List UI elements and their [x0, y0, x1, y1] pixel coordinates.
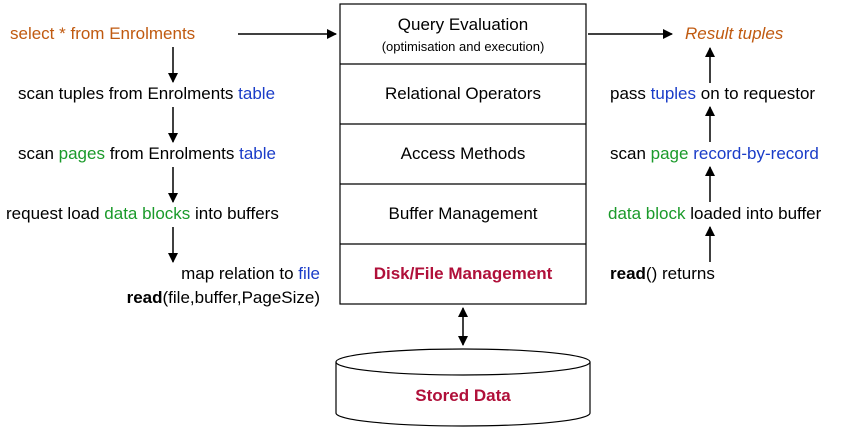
stored-data-cylinder-top	[335, 348, 591, 376]
layer-stack-outline	[339, 3, 587, 305]
term-table: table	[238, 84, 276, 103]
term-table: table	[239, 144, 276, 163]
left-step-map-relation: map relation to file	[80, 264, 320, 284]
term-file: file	[298, 264, 320, 283]
right-step-read-returns: read() returns	[610, 264, 715, 284]
step-text: loaded into buffer	[685, 204, 822, 223]
step-text: pass	[610, 84, 651, 103]
layer-access-methods: Access Methods	[340, 124, 586, 184]
step-text: from Enrolments	[104, 144, 240, 163]
right-step-pass-tuples: pass tuples on to requestor	[610, 84, 815, 104]
layer-title: Access Methods	[400, 144, 526, 163]
term-pages: pages	[58, 144, 105, 163]
step-text: scan	[18, 144, 59, 163]
step-text: () returns	[645, 264, 715, 283]
layer-title: Disk/File Management	[373, 264, 553, 283]
term-record-by-record: record-by-record	[693, 144, 819, 163]
layer-title: Query Evaluation	[397, 14, 529, 34]
step-text: on to requestor	[696, 84, 816, 103]
layer-query-evaluation: Query Evaluation (optimisation and execu…	[340, 4, 586, 64]
result-text: Result tuples	[685, 24, 784, 43]
layer-buffer-management: Buffer Management	[340, 184, 586, 244]
left-step-read-call: read(file,buffer,PageSize)	[60, 288, 320, 308]
right-step-block-loaded: data block loaded into buffer	[608, 204, 821, 224]
query-text: select * from Enrolments	[10, 24, 195, 44]
term-data-block: data block	[608, 204, 686, 223]
query-statement: select * from Enrolments	[10, 24, 196, 43]
stored-data-text: Stored Data	[415, 386, 511, 405]
left-step-scan-pages: scan pages from Enrolments table	[18, 144, 276, 164]
term-read: read	[610, 264, 646, 283]
layer-relational-operators: Relational Operators	[340, 64, 586, 124]
step-text: scan tuples from Enrolments	[18, 84, 239, 103]
step-text: (file,buffer,PageSize)	[162, 288, 321, 307]
step-text: map relation to	[181, 264, 299, 283]
stored-data-cylinder-body	[335, 362, 591, 427]
layer-title: Relational Operators	[385, 84, 541, 103]
stored-data-label: Stored Data	[336, 386, 590, 406]
layer-subtitle: (optimisation and execution)	[381, 38, 545, 54]
term-data-blocks: data blocks	[104, 204, 191, 223]
layer-title: Buffer Management	[388, 204, 538, 223]
term-tuples: tuples	[650, 84, 697, 103]
result-tuples-label: Result tuples	[685, 24, 783, 44]
step-text: request load	[6, 204, 105, 223]
term-read: read	[126, 288, 163, 307]
step-text: scan	[610, 144, 651, 163]
layer-disk-file-management: Disk/File Management	[340, 244, 586, 304]
term-page: page	[650, 144, 689, 163]
left-step-scan-tuples: scan tuples from Enrolments table	[18, 84, 275, 104]
step-text: into buffers	[190, 204, 279, 223]
left-step-request-load: request load data blocks into buffers	[6, 204, 279, 224]
right-step-scan-page: scan page record-by-record	[610, 144, 819, 164]
